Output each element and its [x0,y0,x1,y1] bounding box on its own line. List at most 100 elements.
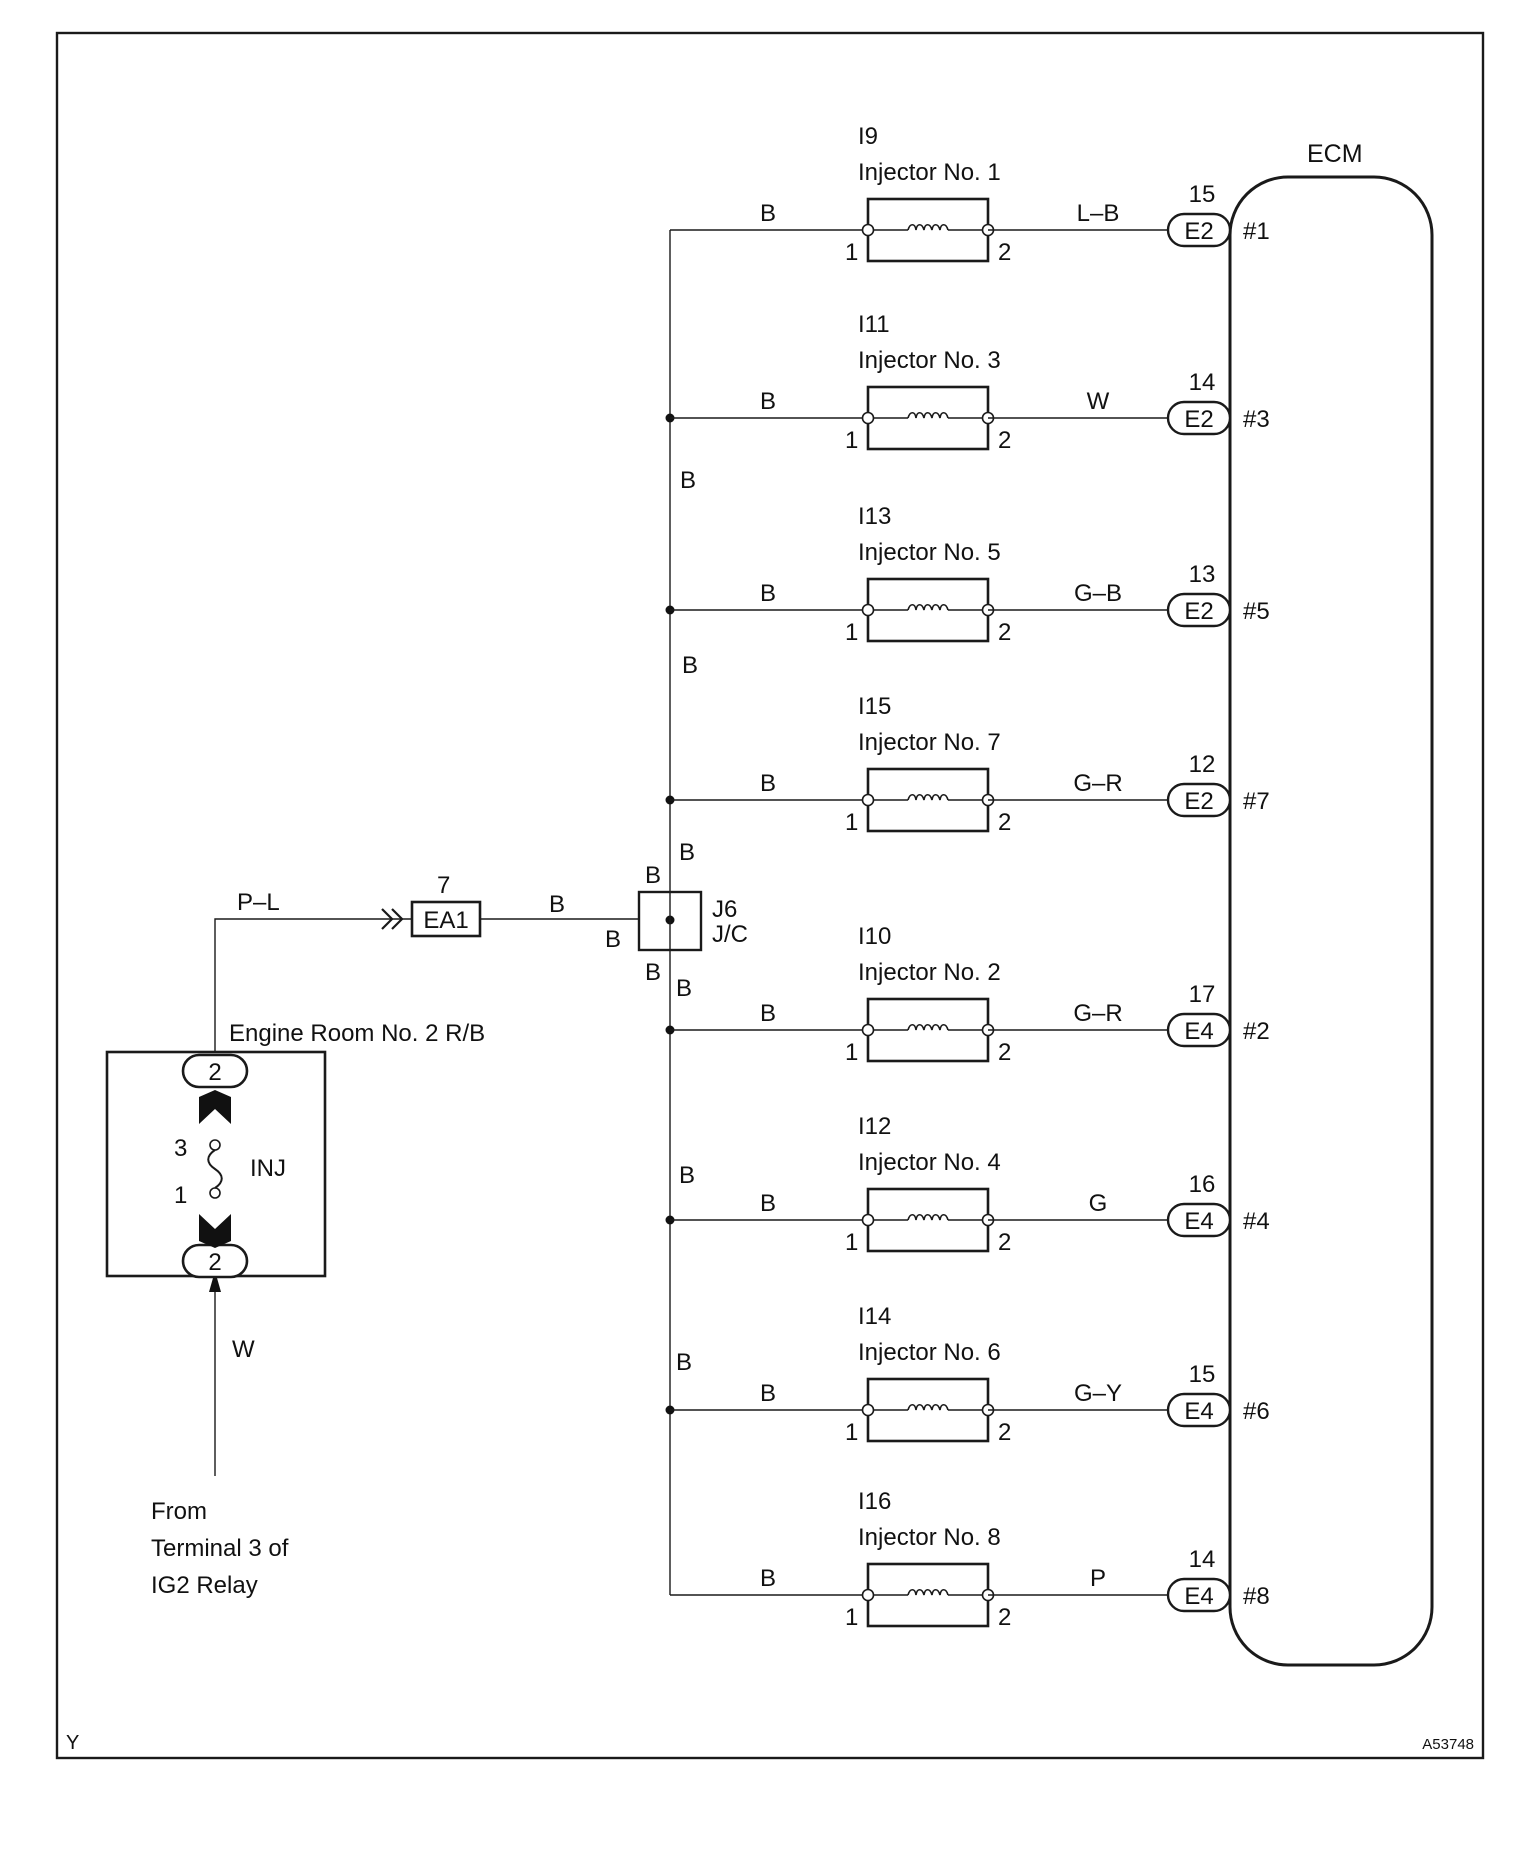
injector-1-terminal-1 [861,223,875,237]
injector-2-input-wire-label: B [760,388,776,415]
ecm-block [1228,175,1434,1667]
injector-6-pin-1: 1 [845,1229,858,1256]
fuse-terminal-bottom [209,1187,221,1199]
injector-1-ecm-pin: 15 [1189,181,1216,208]
injector-3-ecm-pin: 13 [1189,561,1216,588]
injector-8-cylinder: #8 [1243,1583,1270,1610]
injector-3-ecm-connector-label: E2 [1184,598,1213,625]
injector-6-ecm-connector [1166,1202,1232,1238]
injector-5-name: Injector No. 2 [858,959,1001,986]
injector-1-input-wire-label: B [760,200,776,227]
injector-5-pin-2: 2 [998,1039,1011,1066]
relay-connector-bottom-shape [199,1214,231,1248]
injector-6-ecm-pin: 16 [1189,1171,1216,1198]
supply-source-line-3: IG2 Relay [151,1572,258,1599]
injector-5-ecm-connector [1166,1012,1232,1048]
bus-label-4: B [676,975,692,1002]
fuse-terminal-top [209,1139,221,1151]
injector-5-ecm-connector-label: E4 [1184,1018,1213,1045]
injector-2-ecm-pin: 14 [1189,369,1216,396]
injector-5-cylinder: #2 [1243,1018,1270,1045]
injector-7-coil-symbol [907,1403,949,1411]
injector-7-name: Injector No. 6 [858,1339,1001,1366]
junction-j6-wire-left: B [605,926,621,953]
injector-1-cylinder: #1 [1243,218,1270,245]
bus-label-2: B [682,652,698,679]
injector-1-ecm-connector [1166,212,1232,248]
relay-box-label: Engine Room No. 2 R/B [229,1020,485,1047]
injector-2-code: I11 [858,311,890,338]
fuse-inj-label: INJ [250,1155,286,1182]
injector-3-name: Injector No. 5 [858,539,1001,566]
injector-2-name: Injector No. 3 [858,347,1001,374]
injector-7-ecm-connector-label: E4 [1184,1398,1213,1425]
injector-4-cylinder: #7 [1243,788,1270,815]
bus-label-3: B [679,839,695,866]
injector-4-terminal-1 [861,793,875,807]
injector-4-output-wire-label: G–R [1073,770,1122,797]
injector-5-terminal-1 [861,1023,875,1037]
injector-8-pin-1: 1 [845,1604,858,1631]
injector-7-pin-1: 1 [845,1419,858,1446]
injector-4-pin-1: 1 [845,809,858,836]
injector-5-output-wire-label: G–R [1073,1000,1122,1027]
injector-7-input-wire-label: B [760,1380,776,1407]
injector-3-output-wire-label: G–B [1074,580,1122,607]
injector-1-pin-1: 1 [845,239,858,266]
injector-6-name: Injector No. 4 [858,1149,1001,1176]
injector-4-ecm-connector [1166,782,1232,818]
injector-4-pin-2: 2 [998,809,1011,836]
injector-3-pin-2: 2 [998,619,1011,646]
wire-p-l [214,918,412,1052]
corner-label: Y [66,1732,79,1754]
injector-1-pin-2: 2 [998,239,1011,266]
injector-5-code: I10 [858,923,891,950]
fuse-pin-top: 3 [174,1135,187,1162]
injector-8-coil-symbol [907,1588,949,1596]
injector-5-input-wire-label: B [760,1000,776,1027]
injector-3-coil-symbol [907,603,949,611]
relay-connector-top-shape [199,1090,231,1124]
injector-4-ecm-pin: 12 [1189,751,1216,778]
injector-8-terminal-1 [861,1588,875,1602]
injector-1-code: I9 [858,123,878,150]
injector-6-pin-2: 2 [998,1229,1011,1256]
injector-7-ecm-connector [1166,1392,1232,1428]
injector-6-ecm-connector-label: E4 [1184,1208,1213,1235]
injector-8-code: I16 [858,1488,891,1515]
injector-3-cylinder: #5 [1243,598,1270,625]
supply-source-line-2: Terminal 3 of [151,1535,289,1562]
ecm-label: ECM [1307,140,1363,168]
supply-arrow [209,1271,221,1292]
injector-4-input-wire-label: B [760,770,776,797]
injector-7-cylinder: #6 [1243,1398,1270,1425]
injector-1-output-wire-label: L–B [1077,200,1120,227]
bus-label-1: B [680,467,696,494]
injector-8-ecm-pin: 14 [1189,1546,1216,1573]
junction-j6-wire-bottom: B [645,959,661,986]
wire-p-l-label: P–L [237,889,280,916]
injector-4-coil-symbol [907,793,949,801]
connector-ea1-pin: 7 [437,872,450,899]
bus-label-5: B [679,1162,695,1189]
supply-source-line-1: From [151,1498,207,1525]
injector-6-coil-symbol [907,1213,949,1221]
injector-2-pin-2: 2 [998,427,1011,454]
injector-7-pin-2: 2 [998,1419,1011,1446]
injector-3-ecm-connector [1166,592,1232,628]
supply-wire-w-label: W [232,1336,255,1363]
junction-j6-id: J6 [712,896,737,923]
junction-j6-wire-top: B [645,862,661,889]
injector-1-coil-symbol [907,223,949,231]
injector-1-ecm-connector-label: E2 [1184,218,1213,245]
injector-7-output-wire-label: G–Y [1074,1380,1122,1407]
injector-8-ecm-connector [1166,1577,1232,1613]
injector-3-terminal-1 [861,603,875,617]
injector-6-input-wire-label: B [760,1190,776,1217]
relay-terminal-bottom-label: 2 [208,1249,221,1276]
injector-2-coil-symbol [907,411,949,419]
injector-3-code: I13 [858,503,891,530]
injector-6-output-wire-label: G [1089,1190,1108,1217]
wire-ea1-to-j6-label: B [549,891,565,918]
junction-j6-type: J/C [712,921,748,948]
